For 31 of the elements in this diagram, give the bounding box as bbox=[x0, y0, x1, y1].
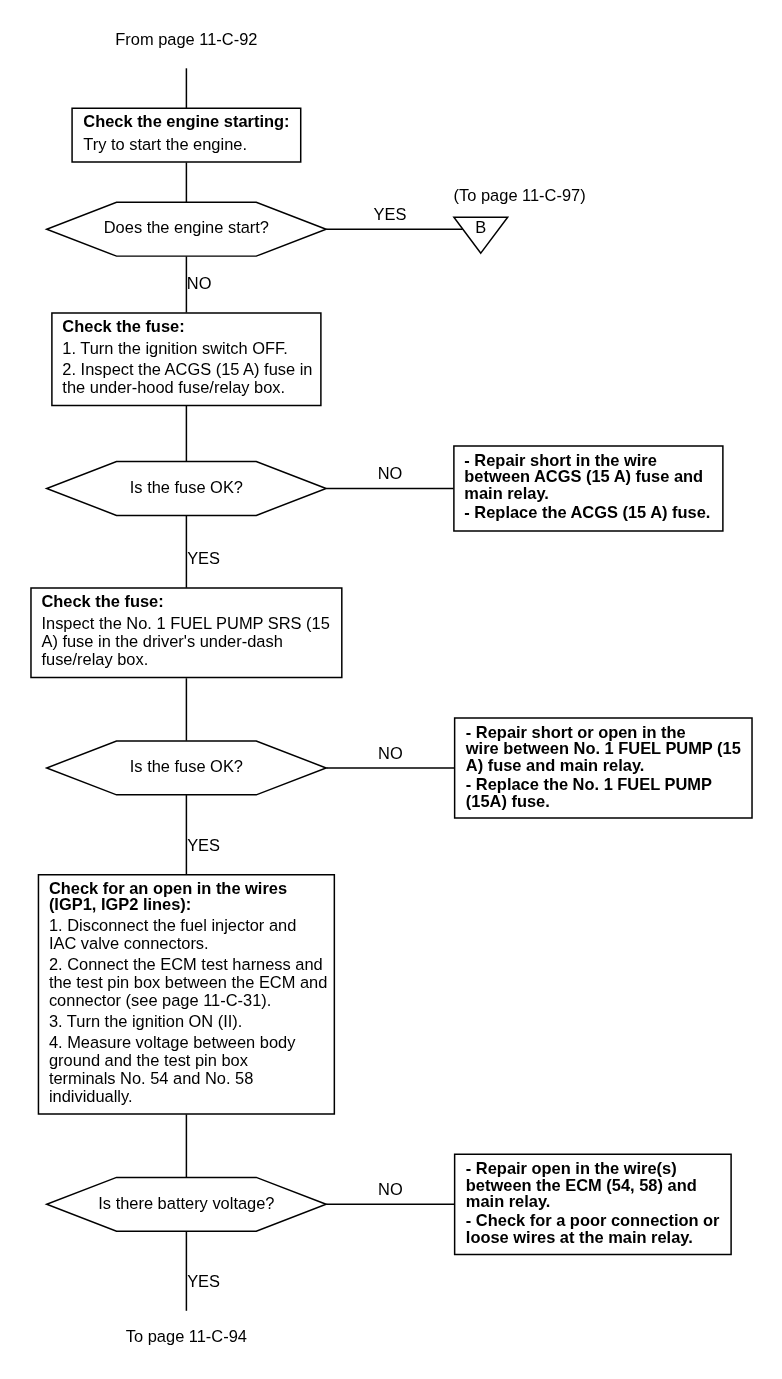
connector bbox=[185, 1113, 187, 1178]
connector bbox=[185, 161, 187, 203]
edge-label: NO bbox=[377, 1180, 403, 1199]
node-box: Check the fuse: 1. Turn the ignition switch OFF. 2. Inspect the ACGS (15 A) fuse in the under-hood fuse/relay box. bbox=[50, 312, 322, 407]
edge-label: YES bbox=[373, 204, 406, 223]
node-box: - Repair open in the wire(s) between the ECM (54, 58) and main relay. - Check for a poor connection or loose wires at the main relay. bbox=[453, 1153, 732, 1256]
node-box: Check for an open in the wires (IGP1, IGP2 lines): 1. Disconnect the fuel injector and IAC valve connectors. 2. Connect the ECM test harness and the test pin box between the ECM and connector (see page 11-C-31). 3. Turn the ignition ON (II). 4. Measure voltage between body ground and the test pin box terminals No. 54 and No. 58 individually. bbox=[37, 874, 335, 1115]
edge-label: NO bbox=[377, 743, 403, 762]
connector bbox=[185, 794, 187, 876]
edge-label: YES bbox=[186, 1271, 220, 1290]
connector bbox=[325, 228, 463, 230]
node-box: - Repair short in the wire between ACGS (15 A) fuse and main relay. - Replace the ACGS (15 A) fuse. bbox=[452, 445, 724, 532]
connector bbox=[185, 1230, 187, 1312]
edge-label: NO bbox=[377, 464, 402, 483]
connector bbox=[325, 1203, 455, 1206]
connector bbox=[185, 404, 187, 463]
edge-label: YES bbox=[186, 835, 220, 854]
connector bbox=[185, 677, 187, 742]
node-box: - Repair short or open in the wire between No. 1 FUEL PUMP (15 A) fuse and main relay. - Replace the No. 1 FUEL PUMP (15A) fuse. bbox=[453, 717, 753, 819]
node-text: From page 11-C-92 bbox=[114, 30, 257, 49]
connector bbox=[185, 515, 187, 589]
node-label: (To page 11-C-97) bbox=[453, 185, 586, 204]
edge-label: YES bbox=[186, 548, 220, 567]
connector bbox=[185, 67, 187, 109]
connector bbox=[325, 487, 454, 490]
connector bbox=[325, 767, 455, 769]
node-box: Check the fuse: Inspect the No. 1 FUEL PUMP SRS (15 A) fuse in the driver's under-dash fuse/relay box. bbox=[29, 587, 343, 679]
node-text: To page 11-C-94 bbox=[125, 1327, 247, 1346]
connector bbox=[185, 255, 187, 314]
edge-label: NO bbox=[186, 273, 211, 292]
node-box: Check the engine starting: Try to start the engine. bbox=[70, 107, 301, 163]
